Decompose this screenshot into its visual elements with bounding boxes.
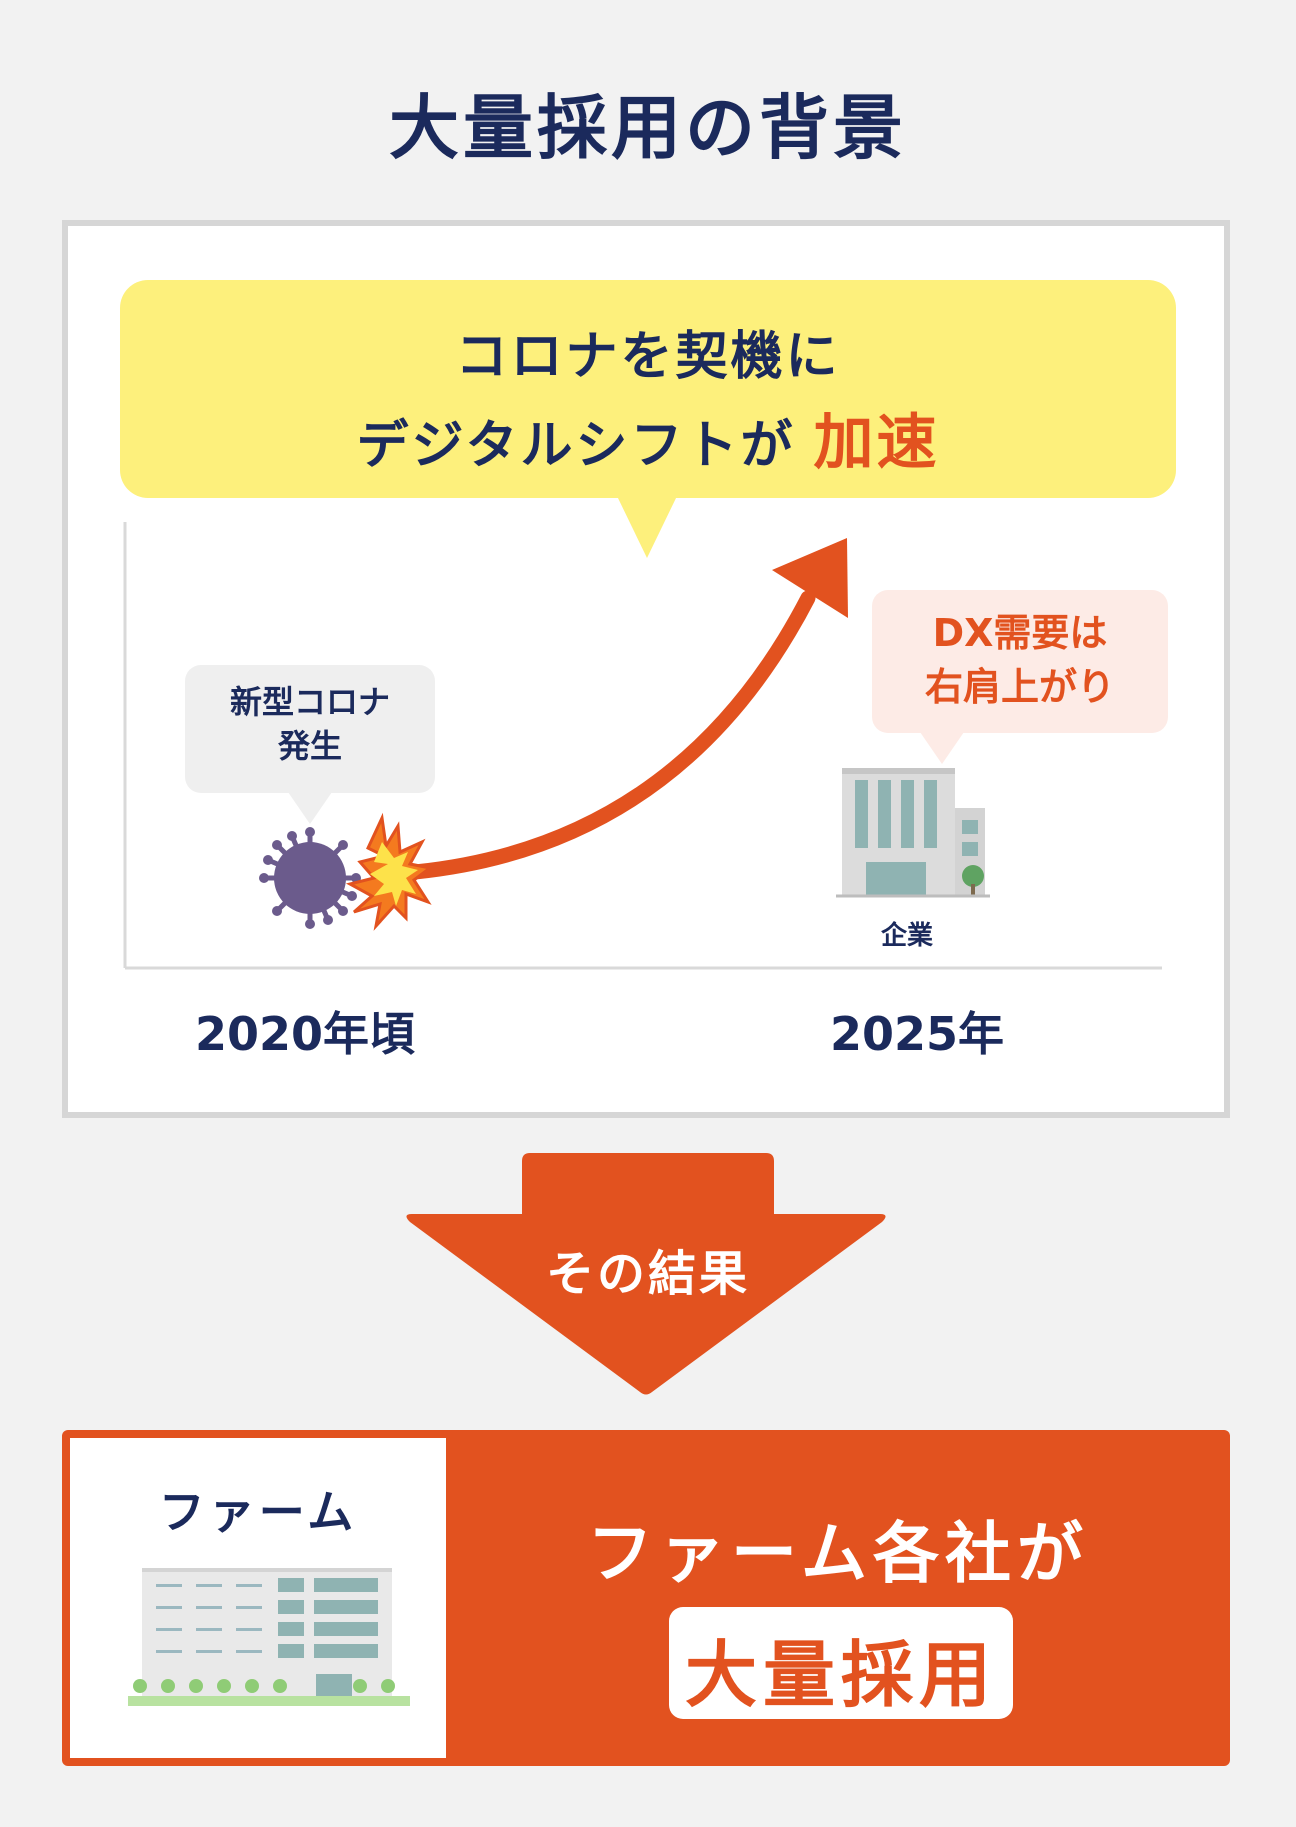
corona-callout-tail [288, 792, 332, 824]
headline-accent: 加速 [813, 408, 940, 478]
virus-icon [259, 827, 361, 929]
dx-callout-tail [920, 732, 964, 764]
result-arrow-label: その結果 [545, 1246, 750, 1302]
result-highlight-pill [669, 1607, 1013, 1719]
growth-arrow-head [772, 538, 848, 618]
headline-line2-prefix: デジタルシフトが [356, 416, 796, 476]
dx-callout-line1: DX需要は [932, 611, 1108, 655]
result-line1: ファーム各社が [586, 1515, 1090, 1592]
growth-diagram [123, 522, 1162, 970]
headline-line2: デジタルシフトが加速 [120, 394, 1176, 481]
corona-callout: 新型コロナ 発生 [185, 665, 435, 793]
result-arrow [406, 1153, 886, 1395]
year-start-label: 2020年頃 [195, 1007, 416, 1061]
result-line2: 大量採用 [684, 1633, 997, 1717]
explosion-icon [345, 812, 434, 931]
page-title: 大量採用の背景 [389, 87, 907, 169]
headline-line1: コロナを契機に [455, 327, 841, 387]
headline-bubble: コロナを契機に デジタルシフトが加速 [120, 280, 1176, 498]
headline-bubble-tail [617, 496, 677, 558]
corona-callout-line1: 新型コロナ [229, 683, 390, 721]
dx-callout-line2: 右肩上がり [924, 665, 1115, 709]
corona-callout-line2: 発生 [277, 727, 342, 765]
year-end-label: 2025年 [830, 1007, 1005, 1061]
firm-label: ファーム [158, 1485, 358, 1539]
growth-arrow-line [407, 590, 816, 880]
company-building-icon [836, 768, 990, 898]
firm-building-icon [128, 1568, 410, 1706]
company-label: 企業 [881, 921, 934, 951]
dx-callout: DX需要は 右肩上がり [872, 590, 1168, 733]
